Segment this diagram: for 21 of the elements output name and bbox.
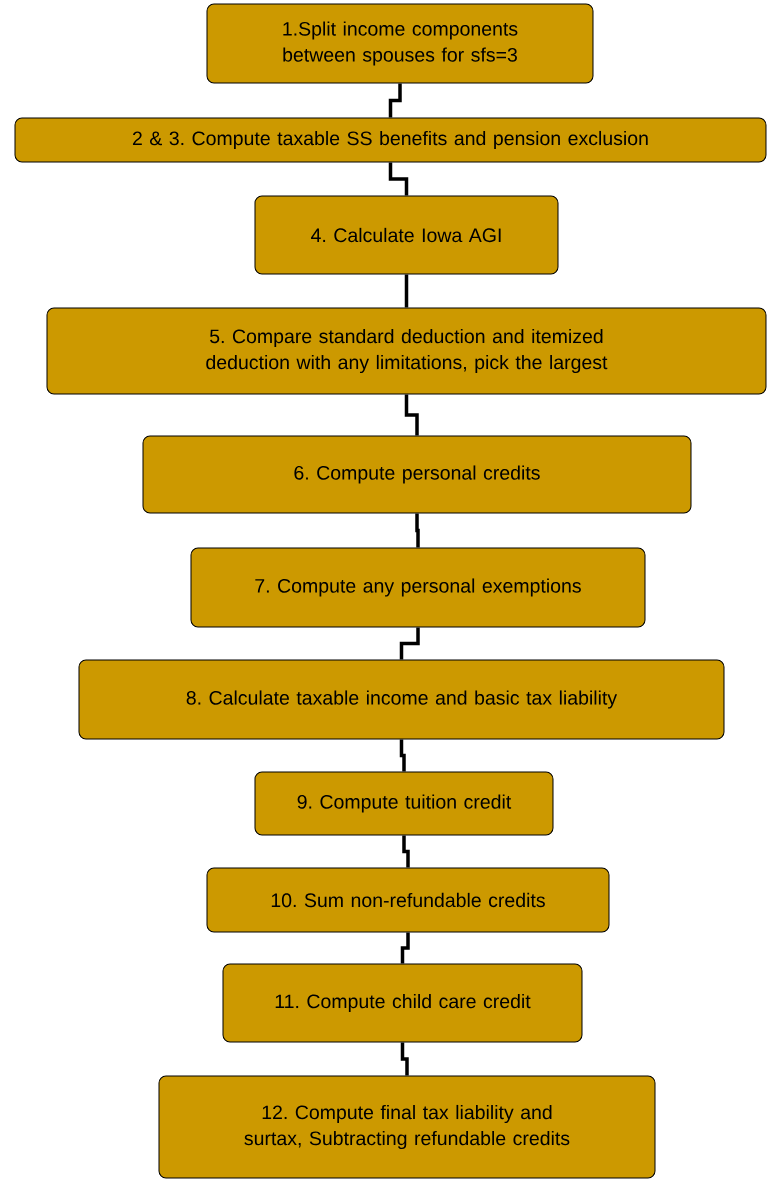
connector-line [400, 932, 410, 964]
process-box: 2 & 3. Compute taxable SS benefits and pension exclusion [14, 117, 767, 163]
process-box: 6. Compute personal credits [142, 435, 692, 514]
connector-line [399, 739, 406, 772]
process-box: 9. Compute tuition credit [254, 771, 554, 836]
connector-line [388, 162, 409, 196]
connector-line [399, 627, 420, 660]
process-box: 7. Compute any personal exemptions [190, 547, 646, 628]
process-box: 4. Calculate Iowa AGI [254, 195, 559, 275]
process-box: 10. Sum non-refundable credits [206, 867, 610, 933]
connector-line [400, 1042, 409, 1076]
connector-line [404, 274, 409, 308]
process-box: 1.Split income components between spouses for sfs=3 [206, 3, 594, 84]
process-box: 11. Compute child care credit [222, 963, 583, 1043]
process-box: 5. Compare standard deduction and itemized deduction with any limitations, pick the largest [46, 307, 767, 395]
connector-line [415, 513, 420, 548]
connector-line [388, 83, 402, 118]
connector-line [402, 835, 410, 868]
process-box: 12. Compute final tax liability and surtax, Subtracting refundable credits [158, 1075, 656, 1179]
process-box: 8. Calculate taxable income and basic tax liability [78, 659, 725, 740]
connector-line [404, 394, 419, 436]
